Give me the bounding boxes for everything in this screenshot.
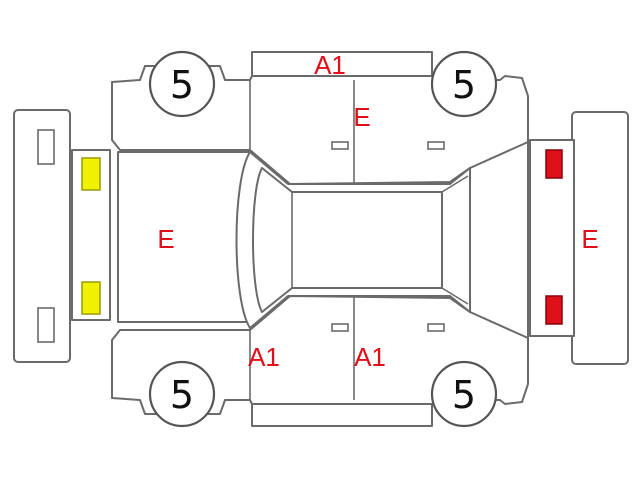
code-hood: E — [157, 224, 174, 254]
code-rear-bumper: E — [581, 224, 598, 254]
top-side-panel — [111, 51, 529, 185]
tire-rear-right: 5 — [430, 360, 498, 428]
tire-grade-rear-right: 5 — [452, 373, 476, 417]
code-front-door-bottom: A1 — [248, 342, 280, 372]
bottom-side-panel — [111, 295, 529, 427]
trunk — [469, 139, 575, 339]
tire-grade-front-left: 5 — [170, 63, 194, 107]
tire-grade-rear-left: 5 — [452, 63, 476, 107]
top-sill — [251, 51, 433, 77]
front-bumper — [13, 109, 71, 363]
cabin — [235, 151, 471, 329]
rear-lamp-bottom — [545, 295, 563, 325]
code-rear-door-bottom: A1 — [354, 342, 386, 372]
code-top-sill: A1 — [314, 50, 346, 80]
tire-rear-left: 5 — [430, 50, 498, 118]
front-lamp-bottom — [81, 281, 101, 315]
bottom-sill — [251, 403, 433, 427]
rear-lamp-top — [545, 149, 563, 179]
tire-front-right: 5 — [148, 360, 216, 428]
tire-grade-front-right: 5 — [170, 373, 194, 417]
front-lamp-panel — [71, 149, 111, 321]
front-lamp-top — [81, 157, 101, 191]
hood — [117, 151, 251, 323]
code-top-door: E — [353, 102, 370, 132]
tire-front-left: 5 — [148, 50, 216, 118]
